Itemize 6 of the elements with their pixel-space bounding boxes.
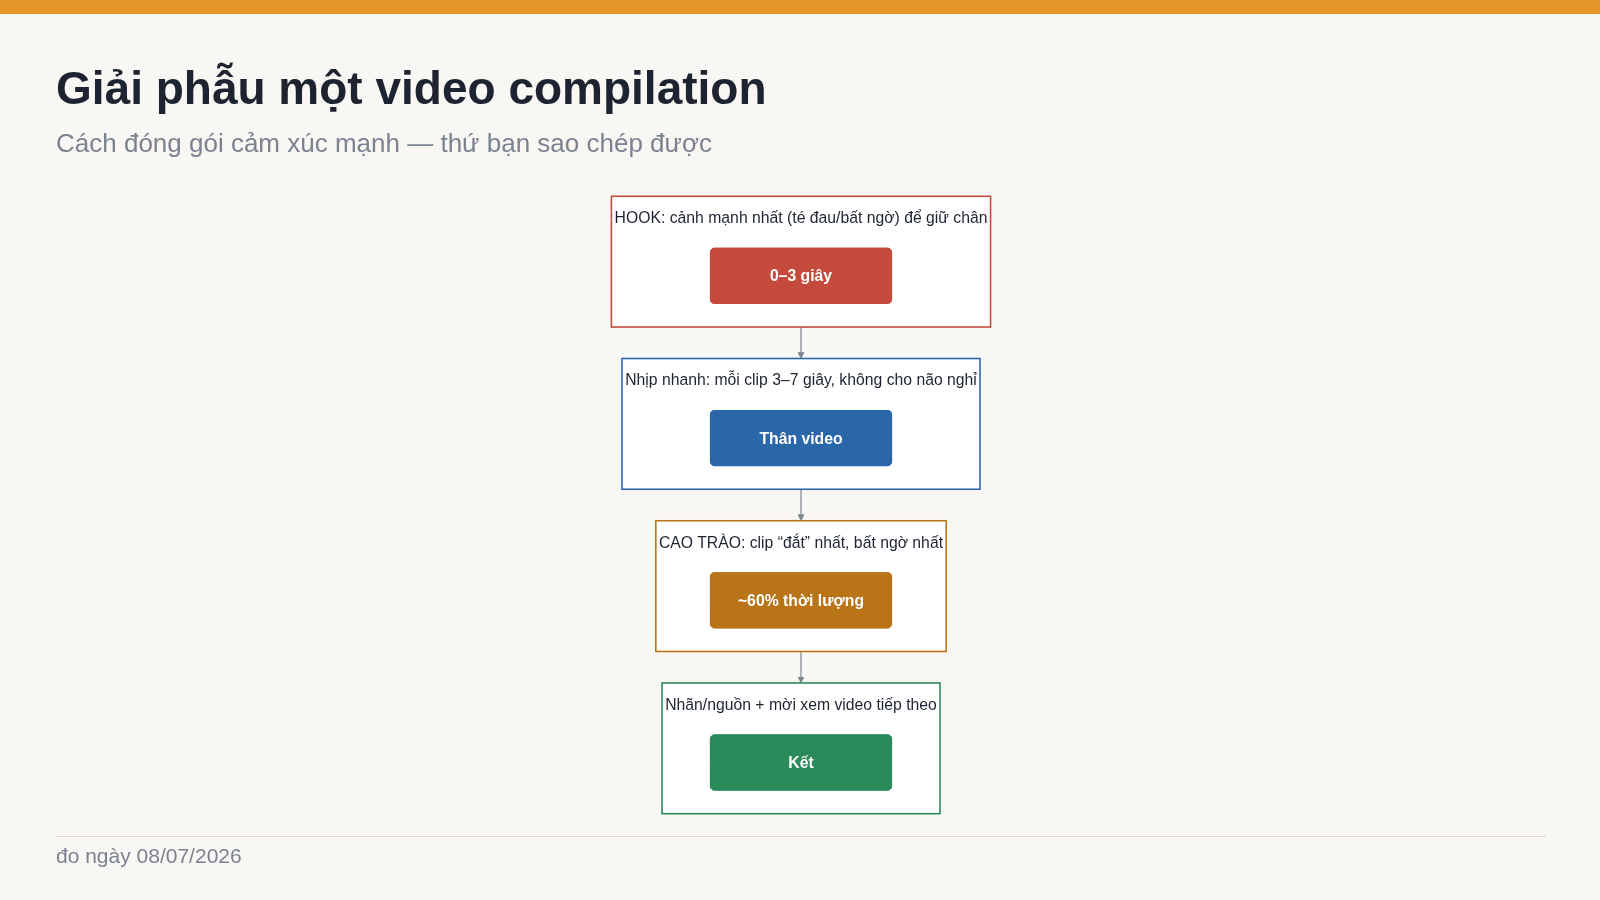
arrow bbox=[797, 326, 805, 359]
subtitle: Cách đóng gói cảm xúc mạnh — thứ bạn sao chép được bbox=[56, 128, 712, 160]
diagram-title: Giải phẫu một video compilation bbox=[56, 62, 767, 115]
arrow bbox=[797, 650, 805, 684]
arrow bbox=[797, 488, 805, 522]
footnote: đo ngày 08/07/2026 bbox=[56, 843, 242, 869]
